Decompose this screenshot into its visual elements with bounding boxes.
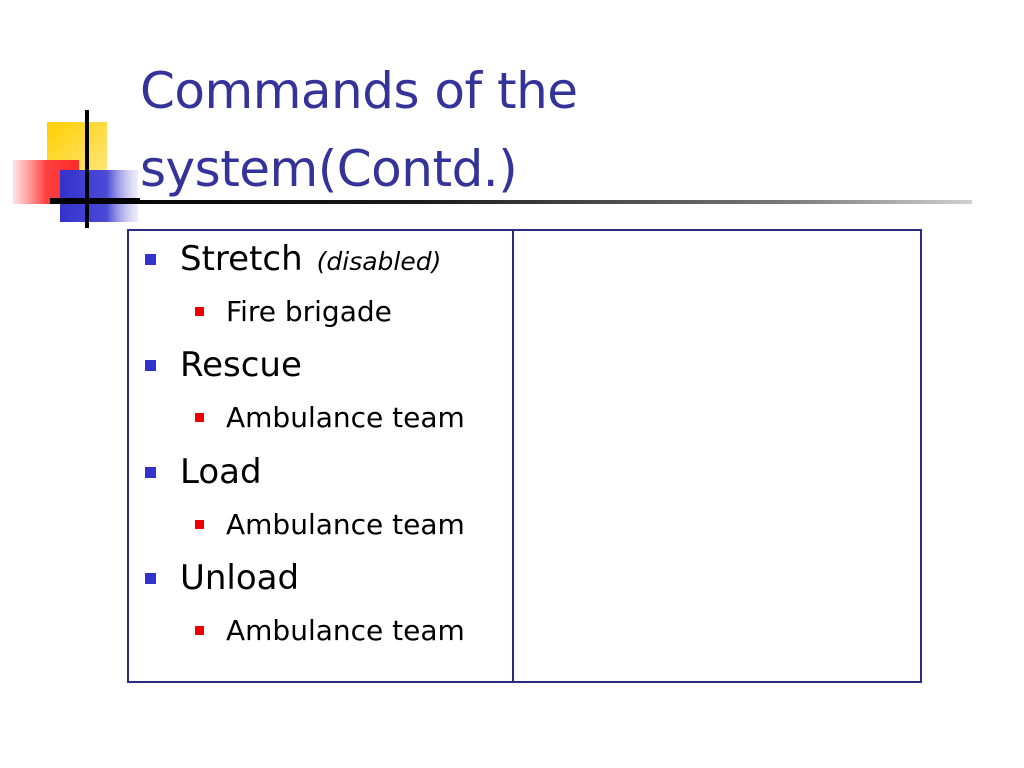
square-bullet-icon (145, 572, 156, 584)
command-agent: Ambulance team (226, 613, 465, 647)
command-note: (disabled) (316, 246, 442, 276)
command-name: Load (180, 452, 262, 492)
command-name: Unload (180, 558, 300, 598)
square-bullet-icon (145, 253, 156, 265)
command-agent-load: Ambulance team (195, 506, 465, 542)
square-bullet-icon (195, 625, 204, 635)
commands-table: Stretch (disabled) Fire brigade Rescue A… (127, 229, 922, 683)
command-name: Rescue (180, 345, 302, 385)
command-item-unload: Unload (145, 558, 299, 598)
command-item-stretch: Stretch (disabled) (145, 239, 441, 279)
command-agent-unload: Ambulance team (195, 612, 465, 648)
square-bullet-icon (195, 519, 204, 529)
square-bullet-icon (195, 306, 204, 316)
title-divider (50, 200, 972, 204)
command-item-rescue: Rescue (145, 345, 302, 385)
logo-icon (13, 110, 140, 228)
slide-title-line-1: Commands of the (140, 62, 578, 120)
square-bullet-icon (145, 359, 156, 371)
command-agent-rescue: Ambulance team (195, 399, 465, 435)
square-bullet-icon (195, 412, 204, 422)
command-agent: Fire brigade (226, 294, 392, 328)
empty-column (514, 231, 920, 681)
command-agent: Ambulance team (226, 400, 465, 434)
command-agent: Ambulance team (226, 507, 465, 541)
slide-title: Commands of the system(Contd.) (140, 52, 920, 208)
square-bullet-icon (145, 466, 156, 478)
commands-column: Stretch (disabled) Fire brigade Rescue A… (129, 231, 514, 681)
command-item-load: Load (145, 452, 262, 492)
slide-title-line-2: system(Contd.) (140, 140, 518, 198)
command-name: Stretch (180, 239, 303, 279)
command-agent-stretch: Fire brigade (195, 293, 392, 329)
